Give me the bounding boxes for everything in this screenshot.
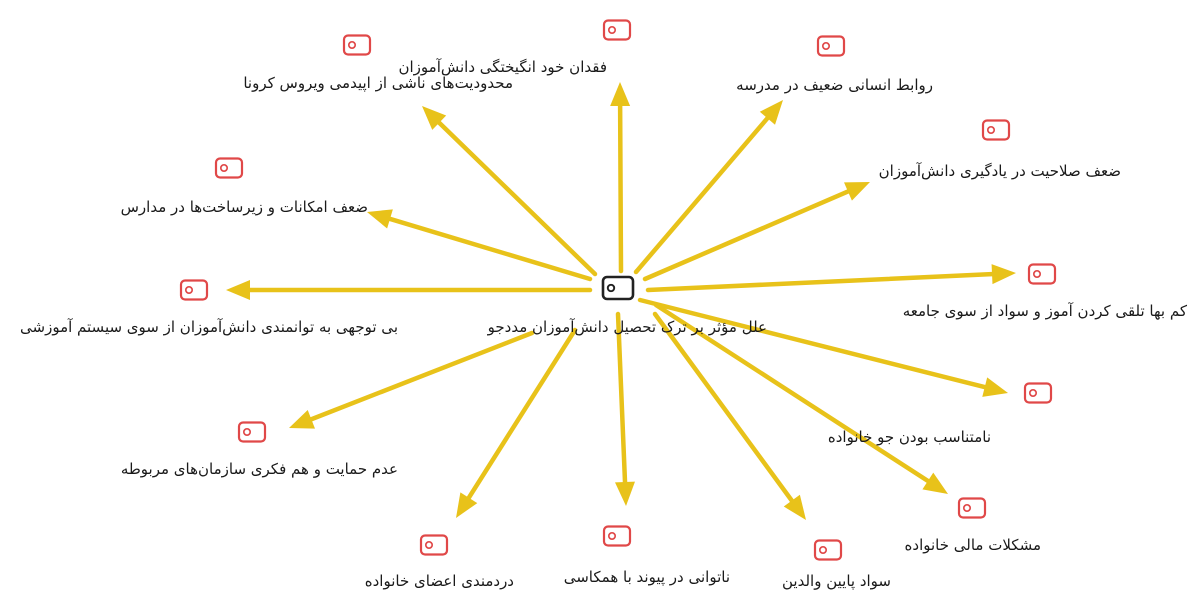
arrow-shaft xyxy=(645,271,997,293)
arrow-shaft xyxy=(615,311,628,487)
family-illness-tag-icon[interactable] xyxy=(419,534,449,556)
node-label-peer-bonding: ناتوانی در پیوند با همکاسی xyxy=(563,568,730,586)
arrow-shaft xyxy=(633,114,771,275)
node-label-system-neglect: بی توجهی به توانمندی دانش‌آموزان از سوی … xyxy=(20,318,398,336)
family-atmosphere-tag-icon[interactable] xyxy=(1023,382,1053,404)
arrow-head xyxy=(615,481,635,506)
arrow-school-facilities xyxy=(367,209,593,282)
arrow-shaft xyxy=(652,311,796,505)
arrow-shaft xyxy=(435,119,598,277)
arrow-family-illness xyxy=(456,327,578,518)
arrow-head xyxy=(922,472,948,494)
arrow-shaft xyxy=(465,327,578,502)
arrow-learning-competence xyxy=(642,182,870,282)
node-label-family-illness: دردمندی اعضای خانواده xyxy=(364,572,514,590)
arrow-head xyxy=(226,280,250,300)
system-neglect-tag-icon[interactable] xyxy=(179,279,209,301)
parents-literacy-tag-icon[interactable] xyxy=(813,539,843,561)
covid-limits-tag-icon[interactable] xyxy=(342,34,372,56)
node-label-org-support: عدم حمایت و هم فکری سازمان‌های مربوطه xyxy=(120,460,398,478)
node-label-learning-competence: ضعف صلاحیت در یادگیری دانش‌آموزان xyxy=(878,162,1121,180)
arrow-head xyxy=(982,377,1008,397)
node-label-self-motivation: فقدان خود انگیختگی دانش‌آموزان xyxy=(398,58,608,76)
org-support-tag-icon[interactable] xyxy=(237,421,267,443)
icons-layer xyxy=(179,19,1057,561)
arrow-head xyxy=(783,494,806,520)
node-label-family-atmosphere: نامتناسب بودن جو خانواده xyxy=(827,428,991,446)
arrow-head xyxy=(991,264,1016,285)
arrow-peer-bonding xyxy=(615,311,635,506)
node-label-family-finance: مشکلات مالی خانواده xyxy=(904,536,1041,554)
arrow-head xyxy=(289,409,315,429)
node-label-parents-literacy: سواد پایین والدین xyxy=(781,572,891,590)
center-label: علل مؤثر بر ترک تحصیل دانش‌آموزان مددجو xyxy=(487,318,767,336)
arrow-self-motivation xyxy=(610,82,631,274)
arrow-org-support xyxy=(289,330,535,429)
node-label-human-relations: روابط انسانی ضعیف در مدرسه xyxy=(736,76,933,94)
arrow-family-atmosphere xyxy=(637,297,1008,397)
arrow-head xyxy=(844,182,870,201)
arrow-shaft xyxy=(642,188,853,282)
arrow-head xyxy=(759,100,783,125)
school-facilities-tag-icon[interactable] xyxy=(214,157,244,179)
peer-bonding-tag-icon[interactable] xyxy=(602,525,632,547)
arrow-shaft xyxy=(385,216,593,282)
node-label-literacy-devalued: کم بها تلقی کردن آموز و سواد از سوی جامع… xyxy=(902,302,1187,320)
arrow-literacy-devalued xyxy=(645,264,1016,293)
literacy-devalued-tag-icon[interactable] xyxy=(1027,263,1057,285)
arrow-parents-literacy xyxy=(652,311,806,520)
arrow-shaft xyxy=(307,330,535,423)
arrow-shaft xyxy=(617,101,624,274)
human-relations-tag-icon[interactable] xyxy=(816,35,846,57)
arrows-layer xyxy=(226,82,1016,520)
node-label-school-facilities: ضعف امکانات و زیرساخت‌ها در مدارس xyxy=(120,198,368,216)
arrow-human-relations xyxy=(633,100,783,275)
learning-competence-tag-icon[interactable] xyxy=(981,119,1011,141)
node-label-covid-limits: محدودیت‌های ناشی از اپیدمی ویروس کرونا xyxy=(243,74,513,92)
self-motivation-tag-icon[interactable] xyxy=(602,19,632,41)
arrow-head xyxy=(422,106,447,130)
arrow-head xyxy=(367,209,393,229)
arrow-family-finance xyxy=(653,302,948,494)
family-finance-tag-icon[interactable] xyxy=(957,497,987,519)
arrow-system-neglect xyxy=(226,280,593,300)
arrow-shaft xyxy=(637,297,989,390)
arrow-head xyxy=(610,82,631,107)
arrow-covid-limits xyxy=(422,106,598,277)
arrow-head xyxy=(456,492,478,518)
center-tag-icon[interactable] xyxy=(601,275,635,301)
arrow-shaft xyxy=(653,302,932,485)
